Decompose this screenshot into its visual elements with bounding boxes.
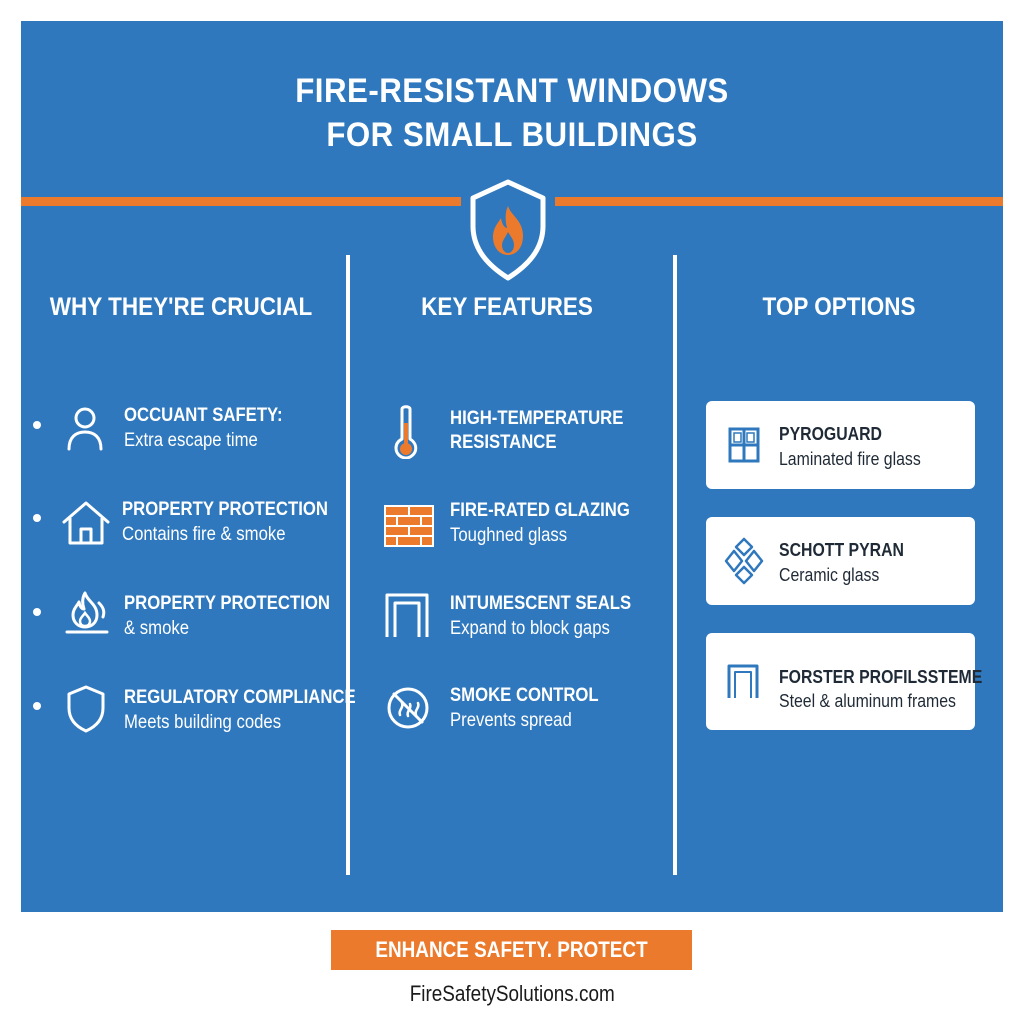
crucial-item-1-title: OCCUANT SAFETY: [124,405,283,426]
crucial-item-1-desc: Extra escape time [124,430,258,451]
frame-icon [727,664,759,698]
cta-banner: ENHANCE SAFETY. PROTECT ASSETS [331,930,692,1002]
seal-frame-icon [385,593,429,637]
crucial-heading: WHY THEY'RE CRUCIAL [49,293,313,321]
bullet [33,702,41,710]
option-3-title: FORSTER PROFILSSTEME [779,667,983,687]
website-text: FireSafetySolutions.com [409,981,615,1006]
option-card-schott-pyran: SCHOTT PYRAN Ceramic glass [706,517,975,605]
page-title: FIRE-RESISTANT WINDOWS FOR SMALL BUILDIN… [60,69,963,157]
title-line-2: FOR SMALL BUILDINGS [326,116,698,154]
bullet [33,608,41,616]
crucial-item-4-title: REGULATORY COMPLIANCE [124,687,356,708]
feature-item-3-title: INTUMESCENT SEALS [450,593,632,614]
column-divider-2 [673,255,677,875]
options-heading: TOP OPTIONS [762,293,916,321]
main-panel: FIRE-RESISTANT WINDOWS FOR SMALL BUILDIN… [21,21,1003,912]
crucial-item-3-title: PROPERTY PROTECTION [124,593,330,614]
title-line-1: FIRE-RESISTANT WINDOWS [295,72,729,110]
window-icon [728,427,760,463]
crucial-item-3-desc: & smoke [124,618,190,639]
option-1-title: PYROGUARD [779,424,882,444]
feature-item-1-title: HIGH-TEMPERATURE [450,408,624,429]
cta-text: ENHANCE SAFETY. PROTECT ASSETS [375,937,648,1002]
feature-item-4-desc: Prevents spread [450,710,572,731]
website-url[interactable]: FireSafetySolutions.com [0,980,1024,1008]
column-divider-1 [346,255,350,875]
feature-item-2-desc: Toughned glass [450,525,568,546]
feature-item-2-title: FIRE-RATED GLAZING [450,500,630,521]
option-1-desc: Laminated fire glass [779,449,921,469]
option-3-desc: Steel & aluminum frames [779,691,956,711]
option-2-desc: Ceramic glass [779,565,880,585]
shield-flame-icon [461,154,555,282]
brick-wall-icon [384,505,434,547]
option-2-title: SCHOTT PYRAN [779,540,904,560]
crucial-item-4-desc: Meets building codes [124,712,282,733]
diamond-glass-icon [724,537,764,585]
fire-icon [65,591,109,634]
feature-item-1-desc: RESISTANCE [450,432,557,453]
house-icon [62,501,110,545]
bullet [33,421,41,429]
bullet [33,514,41,522]
person-icon [67,407,103,451]
feature-item-4-title: SMOKE CONTROL [450,685,599,706]
feature-item-3-desc: Expand to block gaps [450,618,610,639]
no-smoke-icon [387,687,429,729]
crucial-item-2-desc: Contains fire & smoke [122,524,286,545]
crucial-item-2-title: PROPERTY PROTECTION [122,499,328,520]
thermometer-icon [394,405,418,459]
features-heading: KEY FEATURES [421,293,593,321]
option-card-pyroguard: PYROGUARD Laminated fire glass [706,401,975,489]
option-card-forster: FORSTER PROFILSSTEME Steel & aluminum fr… [706,633,982,730]
shield-icon [67,685,105,733]
